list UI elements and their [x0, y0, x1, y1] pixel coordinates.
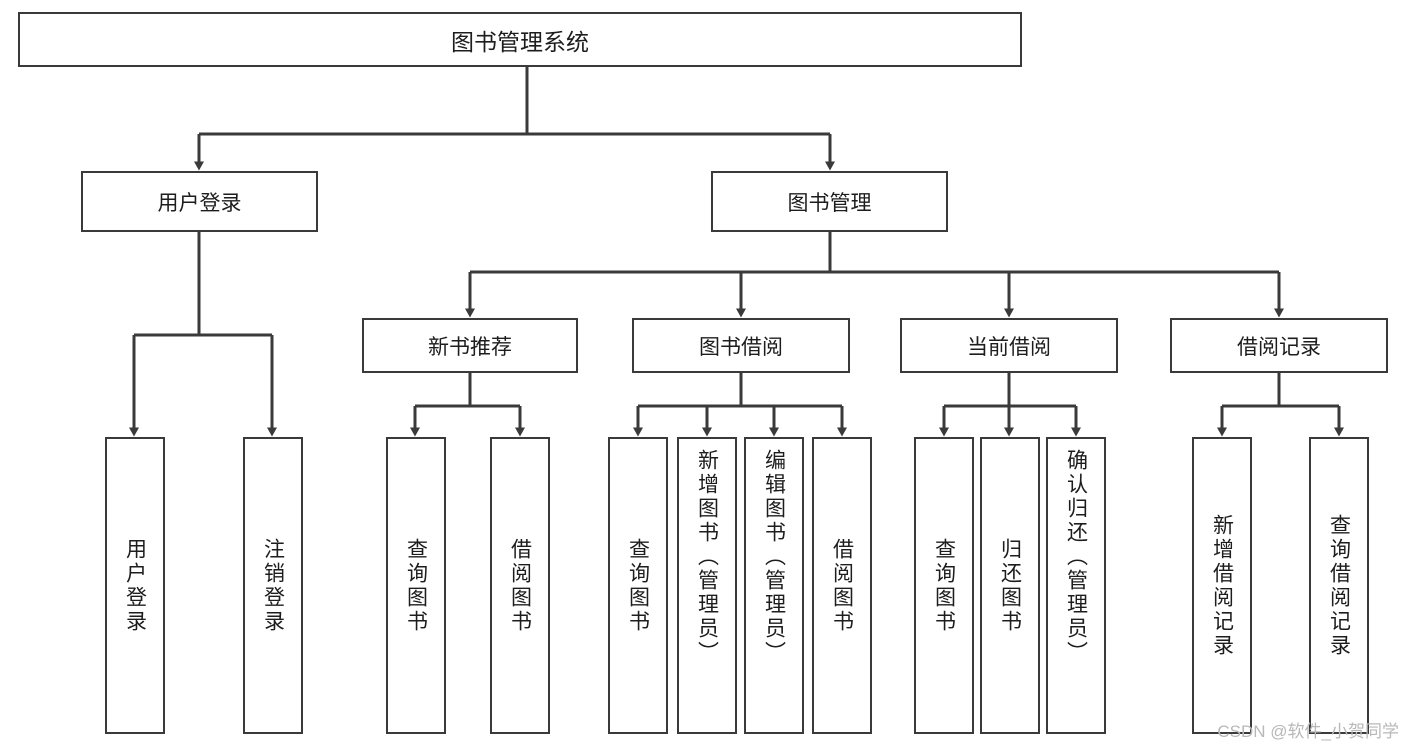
node-label: 图书借阅 — [699, 335, 783, 359]
leaf-borrow-book-rec[interactable]: 借阅图书 — [490, 437, 550, 734]
node-label: 查询图书 — [404, 537, 428, 634]
node-label: 查询借阅记录 — [1327, 513, 1351, 658]
leaf-add-borrow-record[interactable]: 新增借阅记录 — [1192, 437, 1252, 734]
node-root-system[interactable]: 图书管理系统 — [18, 12, 1022, 67]
node-label: 注销登录 — [261, 537, 285, 634]
node-label: 新增图书（管理员） — [695, 449, 719, 665]
leaf-edit-book-admin[interactable]: 编辑图书（管理员） — [744, 437, 804, 734]
node-user-login[interactable]: 用户登录 — [81, 171, 318, 232]
node-label: 图书管理 — [787, 191, 872, 215]
node-label: 查询图书 — [626, 537, 650, 634]
node-book-management[interactable]: 图书管理 — [711, 171, 948, 232]
leaf-return-book[interactable]: 归还图书 — [980, 437, 1040, 734]
node-current-borrowing[interactable]: 当前借阅 — [900, 318, 1118, 373]
watermark: CSDN @软件_小贺同学 — [1217, 722, 1399, 741]
node-label: 借阅图书 — [830, 537, 854, 634]
leaf-query-book-borrow[interactable]: 查询图书 — [608, 437, 668, 734]
leaf-confirm-return-admin[interactable]: 确认归还（管理员） — [1046, 437, 1106, 734]
node-label: 用户登录 — [123, 537, 147, 634]
leaf-logout[interactable]: 注销登录 — [243, 437, 303, 734]
node-borrowing-record[interactable]: 借阅记录 — [1170, 318, 1388, 373]
node-label: 用户登录 — [157, 191, 242, 215]
leaf-user-login[interactable]: 用户登录 — [105, 437, 165, 734]
node-label: 新书推荐 — [428, 335, 512, 359]
node-book-borrowing[interactable]: 图书借阅 — [632, 318, 850, 373]
node-label: 借阅图书 — [508, 537, 532, 634]
leaf-add-book-admin[interactable]: 新增图书（管理员） — [677, 437, 737, 734]
leaf-query-borrow-record[interactable]: 查询借阅记录 — [1309, 437, 1369, 734]
leaf-query-book-current[interactable]: 查询图书 — [914, 437, 974, 734]
node-label: 新增借阅记录 — [1210, 513, 1234, 658]
node-label: 归还图书 — [998, 537, 1022, 634]
node-label: 编辑图书（管理员） — [762, 449, 786, 665]
node-label: 当前借阅 — [967, 335, 1051, 359]
node-label: 确认归还（管理员） — [1064, 449, 1088, 665]
node-label: 借阅记录 — [1237, 335, 1321, 359]
node-new-book-recommendation[interactable]: 新书推荐 — [362, 318, 578, 373]
node-label: 查询图书 — [932, 537, 956, 634]
leaf-query-book-rec[interactable]: 查询图书 — [386, 437, 446, 734]
node-label: 图书管理系统 — [451, 28, 589, 55]
leaf-borrow-book[interactable]: 借阅图书 — [812, 437, 872, 734]
